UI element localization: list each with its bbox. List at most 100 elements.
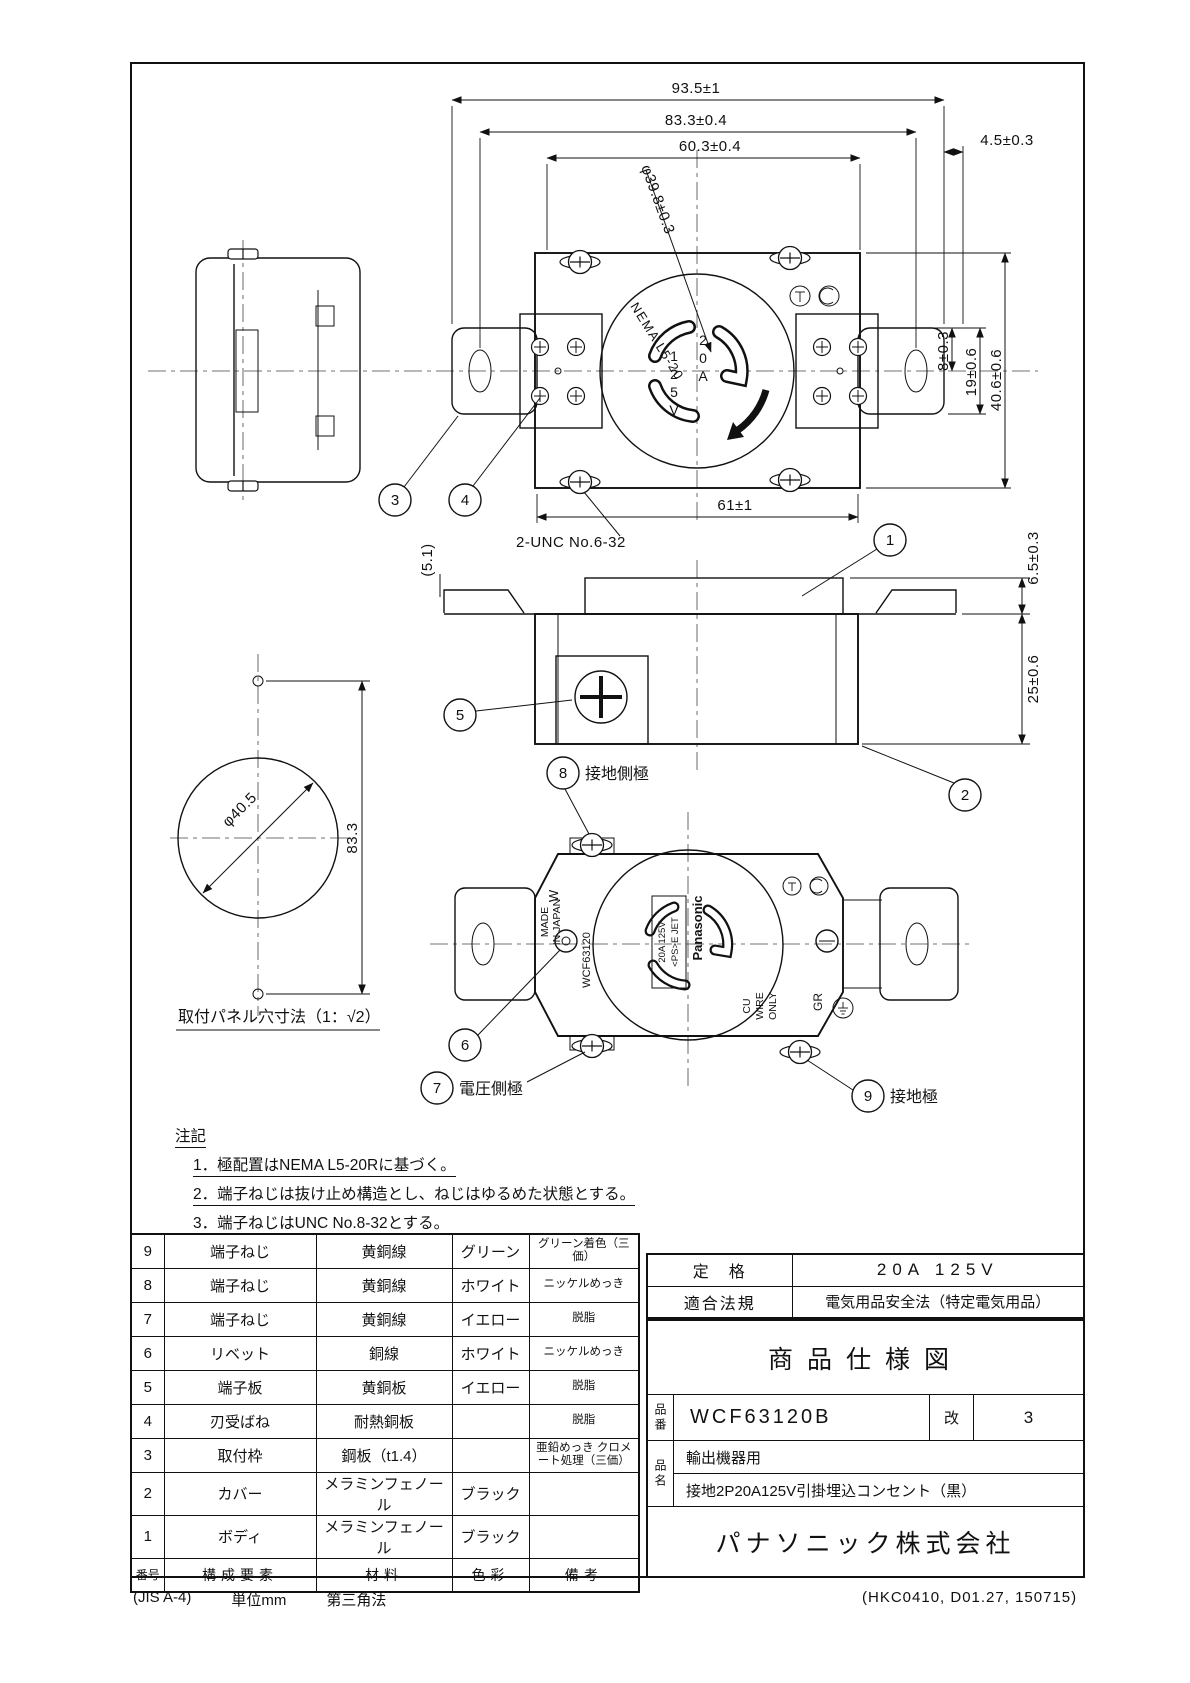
dim-label: 40.6±0.6 [988, 349, 1005, 411]
cert-mark-icon [818, 285, 840, 307]
cell-remark: 脱脂 [528, 1369, 640, 1405]
cell-material: 銅線 [315, 1335, 453, 1371]
parts-row: 5 端子板 黄銅板 イエロー 脱脂 [130, 1369, 640, 1405]
terminal-w-label: W [546, 889, 561, 902]
dim-label: 8±0.3 [935, 331, 952, 371]
front-view: NEMA L5-20 20A 125V [451, 245, 945, 495]
dim-mounting-span: 83.3±0.4 [479, 112, 917, 348]
dim-overall-width: 93.5±1 [451, 80, 945, 324]
amp-rating-label: 20A [695, 332, 711, 386]
cell-component: 取付枠 [163, 1437, 317, 1473]
cell-no: 9 [130, 1233, 165, 1269]
rotation-arrow-icon [727, 422, 744, 440]
revision-number: 3 [1023, 1407, 1034, 1427]
dim-label: 93.5±1 [672, 80, 721, 97]
notes-section: 注記 1．極配置はNEMA L5-20Rに基づく。 2．端子ねじは抜け止め構造と… [175, 1124, 636, 1235]
footer-projection: 第三角法 [326, 1592, 387, 1609]
spec-drawing-title: 商品仕様図 [648, 1321, 1083, 1395]
gr-terminal-label: GR [811, 993, 825, 1011]
parts-row: 1 ボディ メラミンフェノール ブラック [130, 1514, 640, 1559]
cell-no: 5 [130, 1369, 165, 1405]
header-color: 色彩 [451, 1557, 530, 1593]
cell-remark: ニッケルめっき [528, 1335, 640, 1371]
cell-remark: 亜鉛めっき クロメート処理（三価） [528, 1437, 640, 1473]
cu-wire-label: CU [741, 998, 753, 1013]
cell-color: ブラック [451, 1471, 530, 1516]
callout-2: 2 [861, 745, 982, 812]
product-name-row: 品名 輸出機器用 接地2P20A125V引掛埋込コンセント（黒） [648, 1441, 1083, 1507]
cell-component: ボディ [163, 1514, 317, 1559]
dim-label: φ40.5 [219, 789, 260, 830]
parts-row: 3 取付枠 鋼板（t1.4） 亜鉛めっき クロメート処理（三価） [130, 1437, 640, 1473]
cell-material: 耐熱銅板 [315, 1403, 453, 1439]
callouts: 1 2 3 4 5 [378, 397, 982, 1113]
rating-value: 20A 125V [791, 1253, 1085, 1287]
dim-label: φ39.8±0.3 [637, 163, 678, 237]
cell-material: メラミンフェノール [315, 1471, 453, 1516]
cell-remark: 脱脂 [528, 1301, 640, 1337]
parts-table: 9 端子ねじ 黄銅線 グリーン グリーン着色（三価） 8 端子ねじ 黄銅線 ホワ… [130, 1233, 640, 1593]
parts-header-row: 番号 構成要素 材料 色彩 備考 [130, 1557, 640, 1593]
cell-remark: ニッケルめっき [528, 1267, 640, 1303]
cell-component: 端子板 [163, 1369, 317, 1405]
cell-component: 刃受ばね [163, 1403, 317, 1439]
cell-material: 黄銅線 [315, 1233, 453, 1269]
cell-component: 端子ねじ [163, 1267, 317, 1303]
dim-unc-screws: 2-UNC No.6-32 [516, 491, 626, 551]
dim-label: 60.3±0.4 [679, 138, 741, 155]
callout-3: 3 [378, 415, 459, 517]
product-name: 接地2P20A125V引掛埋込コンセント（黒） [686, 1482, 977, 1500]
callout-number: 4 [461, 492, 469, 509]
dim-label: 19±0.6 [963, 348, 980, 397]
cell-color: イエロー [451, 1301, 530, 1337]
dim-label: (5.1) [419, 543, 436, 576]
parts-row: 9 端子ねじ 黄銅線 グリーン グリーン着色（三価） [130, 1233, 640, 1269]
cell-no: 4 [130, 1403, 165, 1439]
header-remark: 備考 [528, 1557, 640, 1593]
note-item: 2．端子ねじは抜け止め構造とし、ねじはゆるめた状態とする。 [193, 1186, 636, 1206]
side-view-mounted [443, 577, 957, 745]
dim-hole-pitch: 83.3 [266, 680, 370, 995]
pole-label: 接地側極 [585, 765, 649, 783]
note-item: 1．極配置はNEMA L5-20Rに基づく。 [193, 1157, 456, 1177]
cell-remark [528, 1514, 640, 1559]
side-view-cover [195, 248, 361, 492]
dim-label: 2-UNC No.6-32 [516, 534, 626, 551]
part-number-label: 品番 [648, 1395, 674, 1440]
cell-color [451, 1437, 530, 1473]
cell-color: イエロー [451, 1369, 530, 1405]
ground-symbol-icon [832, 997, 854, 1019]
parts-row: 6 リベット 銅線 ホワイト ニッケルめっき [130, 1335, 640, 1371]
cell-no: 1 [130, 1514, 165, 1559]
dim-6-5: 6.5±0.3 [850, 531, 1042, 615]
callout-1: 1 [801, 523, 907, 597]
callout-number: 1 [886, 532, 894, 549]
header-material: 材料 [315, 1557, 453, 1593]
cell-remark: グリーン着色（三価） [528, 1233, 640, 1269]
dim-40-6: 40.6±0.6 [866, 252, 1011, 489]
volt-rating-label: 125V [666, 348, 682, 420]
pse-mark-icon [789, 285, 811, 307]
callout-number: 9 [864, 1088, 872, 1105]
parts-row: 8 端子ねじ 黄銅線 ホワイト ニッケルめっき [130, 1267, 640, 1303]
callout-number: 7 [433, 1080, 441, 1097]
brand-label: Panasonic [690, 895, 705, 960]
cell-material: 鋼板（t1.4） [315, 1437, 453, 1473]
header-component: 構成要素 [163, 1557, 317, 1593]
cell-component: 端子ねじ [163, 1301, 317, 1337]
cell-remark [528, 1471, 640, 1516]
dim-label: 83.3±0.4 [665, 112, 727, 129]
dim-label: 61±1 [717, 497, 752, 514]
cell-material: 黄銅板 [315, 1369, 453, 1405]
callout-number: 8 [559, 765, 567, 782]
cu-wire-label: ONLY [767, 992, 779, 1020]
cell-no: 3 [130, 1437, 165, 1473]
cell-material: メラミンフェノール [315, 1514, 453, 1559]
made-in-label: IN JAPAN [551, 899, 563, 945]
dim-19: 19±0.6 [948, 327, 986, 415]
panel-hole-view: φ40.5 83.3 取付パネル穴寸法（1：√2） [176, 675, 381, 1031]
pse-mark-icon [782, 876, 802, 896]
callout-number: 5 [456, 707, 464, 724]
cell-no: 6 [130, 1335, 165, 1371]
